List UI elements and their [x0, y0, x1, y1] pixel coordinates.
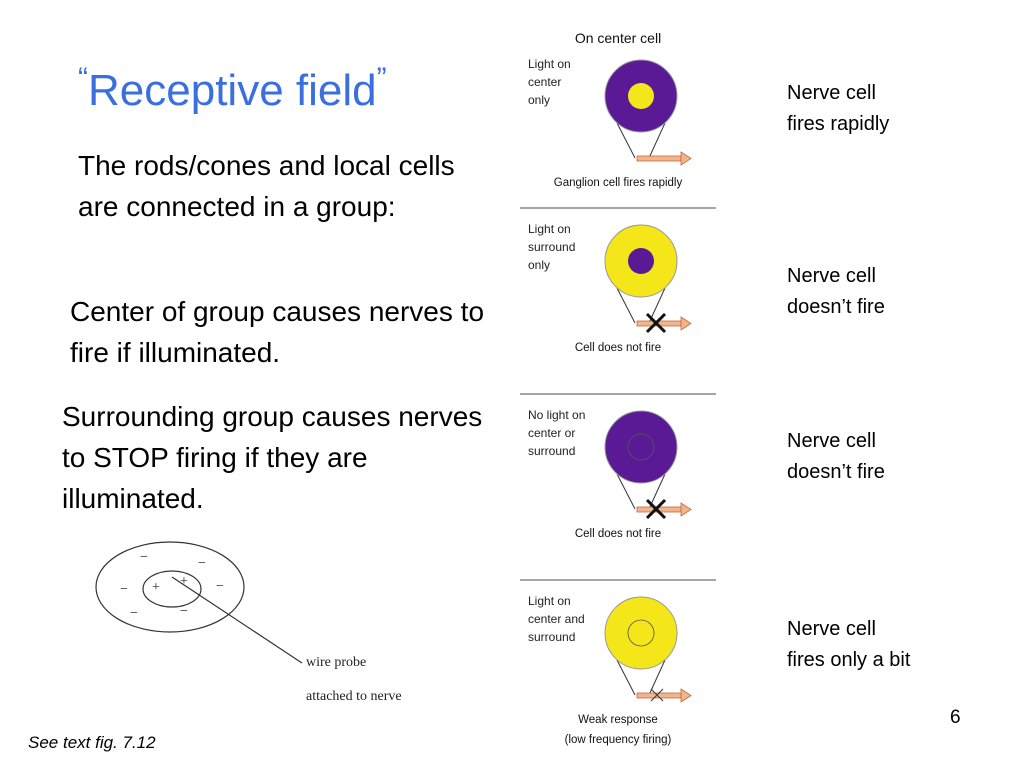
surround-sign: −	[216, 579, 224, 594]
panel-note: Nerve cell doesn’t fire	[787, 261, 987, 323]
condition-label: surround	[528, 630, 575, 644]
panel-caption: Cell does not fire	[575, 528, 661, 540]
paragraph-center-fires: Center of group causes nerves to fire if…	[70, 296, 485, 368]
condition-label: center or	[528, 426, 575, 440]
surround-sign: −	[140, 550, 148, 565]
condition-label: center	[528, 75, 561, 89]
cell-center	[628, 248, 654, 274]
figure-reference: See text fig. 7.12	[28, 733, 156, 752]
title-text: Receptive field	[88, 66, 377, 115]
surround-sign: −	[130, 606, 138, 621]
panel-caption: Weak response	[578, 714, 658, 726]
paragraph-connected-group: The rods/cones and local cells are conne…	[78, 150, 455, 222]
surround-ellipse	[95, 541, 245, 633]
cell-center	[627, 433, 655, 461]
note-line: Nerve cell	[787, 265, 876, 287]
nerve-fiber	[616, 473, 636, 510]
axon-arrowhead	[680, 502, 692, 517]
cell-center	[627, 619, 655, 647]
axon-arrowhead	[680, 151, 692, 166]
cell-center	[628, 83, 654, 109]
panel-caption: Cell does not fire	[575, 342, 661, 354]
panel-note: Nerve cell fires rapidly	[787, 78, 987, 140]
note-line: fires rapidly	[787, 113, 890, 135]
probe-label-line-2: attached to nerve	[306, 689, 402, 704]
note-line: Nerve cell	[787, 430, 876, 452]
condition-label: Light on	[528, 222, 571, 236]
note-line: doesn’t fire	[787, 461, 885, 483]
center-ellipse	[142, 570, 202, 608]
condition-label: surround	[528, 444, 575, 458]
page-number: 6	[950, 707, 961, 728]
panel-note: Nerve cell doesn’t fire	[787, 426, 987, 488]
axon	[636, 155, 682, 162]
note-line: fires only a bit	[787, 649, 911, 671]
paragraph-surround-stops: Surrounding group causes nerves to STOP …	[62, 401, 483, 514]
note-line: Nerve cell	[787, 618, 876, 640]
center-sign: +	[180, 574, 188, 589]
probe-wire	[171, 576, 303, 664]
note-line: Nerve cell	[787, 82, 876, 104]
panel-caption: (low frequency firing)	[565, 734, 672, 746]
condition-label: center and	[528, 612, 585, 626]
condition-label: No light on	[528, 408, 585, 422]
axon-arrowhead	[680, 688, 692, 703]
condition-label: surround	[528, 240, 575, 254]
condition-label: only	[528, 258, 550, 272]
no-fire-x-icon	[645, 498, 667, 520]
on-center-cell-figure: On center cell Light oncenteronlyGanglio…	[520, 30, 716, 746]
panel-caption: Ganglion cell fires rapidly	[554, 177, 683, 189]
probe-label-line-1: wire probe	[306, 655, 366, 670]
title-open-quote: “	[78, 62, 88, 95]
title-close-quote: ”	[376, 62, 387, 95]
condition-label: Light on	[528, 594, 571, 608]
surround-sign: −	[120, 582, 128, 597]
note-line: doesn’t fire	[787, 296, 885, 318]
nerve-fiber	[616, 659, 636, 696]
nerve-fiber	[616, 287, 636, 324]
panel-note: Nerve cell fires only a bit	[787, 614, 987, 676]
nerve-fiber	[648, 122, 666, 159]
slide-title: “Receptive field”	[78, 62, 387, 116]
condition-label: Light on	[528, 57, 571, 71]
figure-title: On center cell	[575, 30, 661, 46]
probe-diagram: + + − − − − − − wire probe attached to n…	[95, 541, 402, 704]
axon-arrowhead	[680, 316, 692, 331]
condition-label: only	[528, 93, 550, 107]
surround-sign: −	[198, 556, 206, 571]
center-sign: +	[152, 580, 160, 595]
nerve-fiber	[616, 122, 636, 159]
surround-sign: −	[180, 604, 188, 619]
weak-response-mark	[650, 688, 664, 702]
no-fire-x-icon	[645, 312, 667, 334]
